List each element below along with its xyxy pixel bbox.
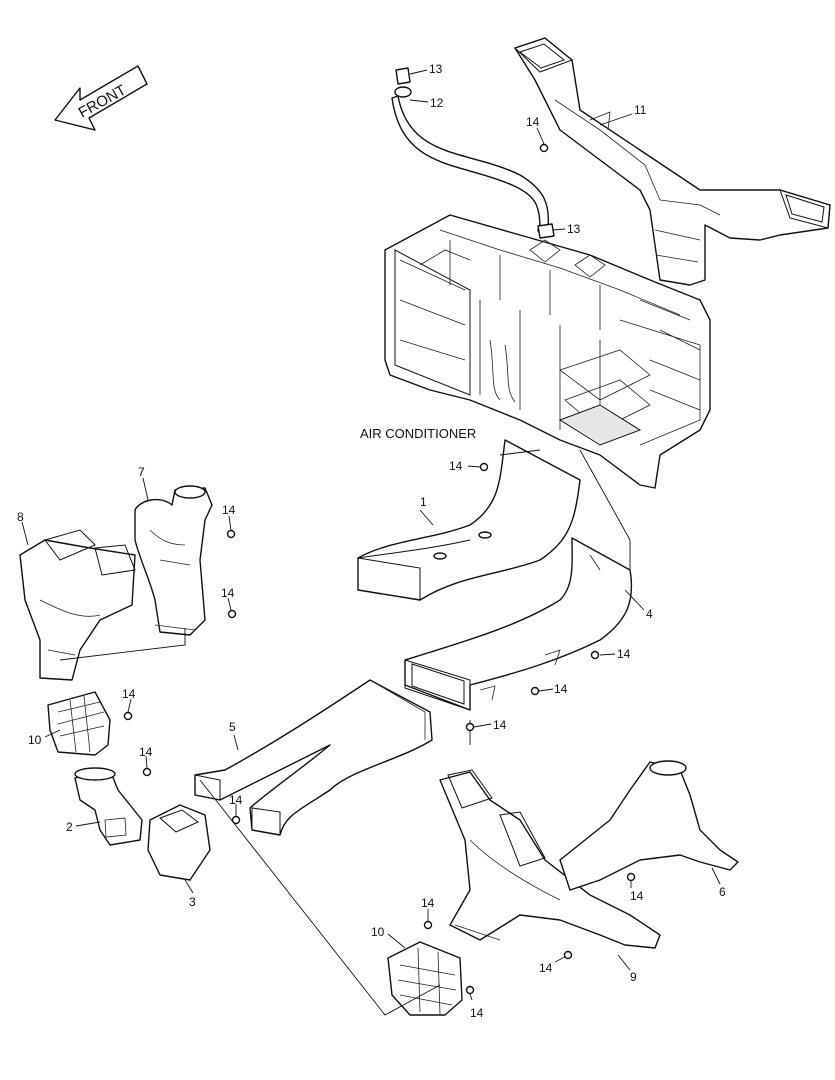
svg-text:14: 14	[139, 745, 153, 759]
callout-12: 12	[409, 96, 444, 110]
callout-6: 6	[711, 867, 726, 899]
svg-text:10: 10	[371, 925, 385, 939]
callout-13-bottom: 13	[552, 222, 581, 236]
svg-text:14: 14	[554, 682, 568, 696]
svg-text:13: 13	[429, 62, 443, 76]
svg-text:8: 8	[17, 510, 24, 524]
air-conditioner-label: AIR CONDITIONER	[360, 426, 476, 441]
callout-14-i: 14	[139, 745, 153, 769]
screws	[123, 143, 636, 995]
callout-10-upper: 10	[28, 729, 61, 747]
part-11-upper-duct	[514, 37, 831, 286]
callout-1: 1	[419, 495, 434, 526]
callout-14-a: 14	[526, 115, 545, 145]
callout-14-l: 14	[421, 896, 435, 921]
callout-5: 5	[229, 720, 239, 751]
part-5-split-duct	[194, 679, 433, 836]
svg-text:13: 13	[567, 222, 581, 236]
part-3-outlet	[147, 804, 211, 881]
svg-text:9: 9	[630, 970, 637, 984]
part-12-drain-hose	[391, 86, 551, 235]
part-1-floor-duct	[357, 439, 581, 601]
callout-2: 2	[66, 820, 101, 834]
svg-text:5: 5	[229, 720, 236, 734]
front-arrow: FRONT	[54, 65, 148, 131]
callout-8: 8	[17, 510, 29, 546]
air-conditioner-unit	[384, 214, 711, 489]
svg-text:14: 14	[421, 896, 435, 910]
callout-4: 4	[624, 589, 653, 621]
callout-13-top: 13	[409, 62, 443, 76]
callout-14-n: 14	[469, 993, 484, 1020]
callout-3: 3	[184, 879, 196, 909]
svg-text:1: 1	[420, 495, 427, 509]
callout-14-g: 14	[122, 687, 136, 713]
callout-9: 9	[617, 954, 637, 984]
part-13-clamp-top	[395, 67, 411, 85]
part-9-right-vent	[439, 769, 661, 949]
callout-14-d: 14	[221, 586, 235, 611]
svg-text:6: 6	[719, 885, 726, 899]
part-13-clamp-bottom	[537, 223, 555, 239]
callout-14-f: 14	[538, 682, 568, 696]
svg-text:14: 14	[470, 1006, 484, 1020]
callout-10-lower: 10	[371, 925, 406, 949]
callout-14-k: 14	[630, 881, 644, 903]
callout-14-m: 14	[539, 956, 566, 975]
callout-11: 11	[599, 103, 647, 126]
svg-text:14: 14	[617, 647, 631, 661]
svg-text:14: 14	[526, 115, 540, 129]
callout-14-h: 14	[473, 718, 507, 732]
part-2-elbow	[74, 767, 143, 846]
svg-text:14: 14	[493, 718, 507, 732]
svg-text:4: 4	[646, 607, 653, 621]
svg-text:2: 2	[66, 820, 73, 834]
callout-14-b: 14	[449, 459, 481, 473]
svg-text:10: 10	[28, 733, 42, 747]
svg-text:7: 7	[138, 465, 145, 479]
svg-text:14: 14	[222, 503, 236, 517]
part-4-rear-duct	[404, 537, 633, 711]
svg-text:12: 12	[430, 96, 444, 110]
callouts: 1 2 3 4 5 6 7 8 9 10 10 11 12 13 13 14 1…	[17, 62, 726, 1020]
callout-14-c: 14	[222, 503, 236, 531]
svg-text:14: 14	[539, 961, 553, 975]
callout-7: 7	[138, 465, 149, 501]
assembly-guide-lines	[59, 449, 631, 1016]
svg-text:14: 14	[229, 793, 243, 807]
svg-text:14: 14	[449, 459, 463, 473]
callout-14-j: 14	[229, 793, 243, 816]
part-6-right-duct	[559, 760, 739, 891]
svg-text:14: 14	[630, 889, 644, 903]
svg-text:14: 14	[221, 586, 235, 600]
part-10-vent-box-lower	[387, 941, 463, 1016]
part-10-vent-box-upper	[47, 691, 111, 756]
part-8-left-vent	[19, 529, 136, 681]
svg-text:3: 3	[189, 895, 196, 909]
svg-text:14: 14	[122, 687, 136, 701]
part-7-left-duct	[134, 485, 213, 636]
callout-14-e: 14	[599, 647, 631, 661]
svg-text:11: 11	[634, 103, 647, 117]
